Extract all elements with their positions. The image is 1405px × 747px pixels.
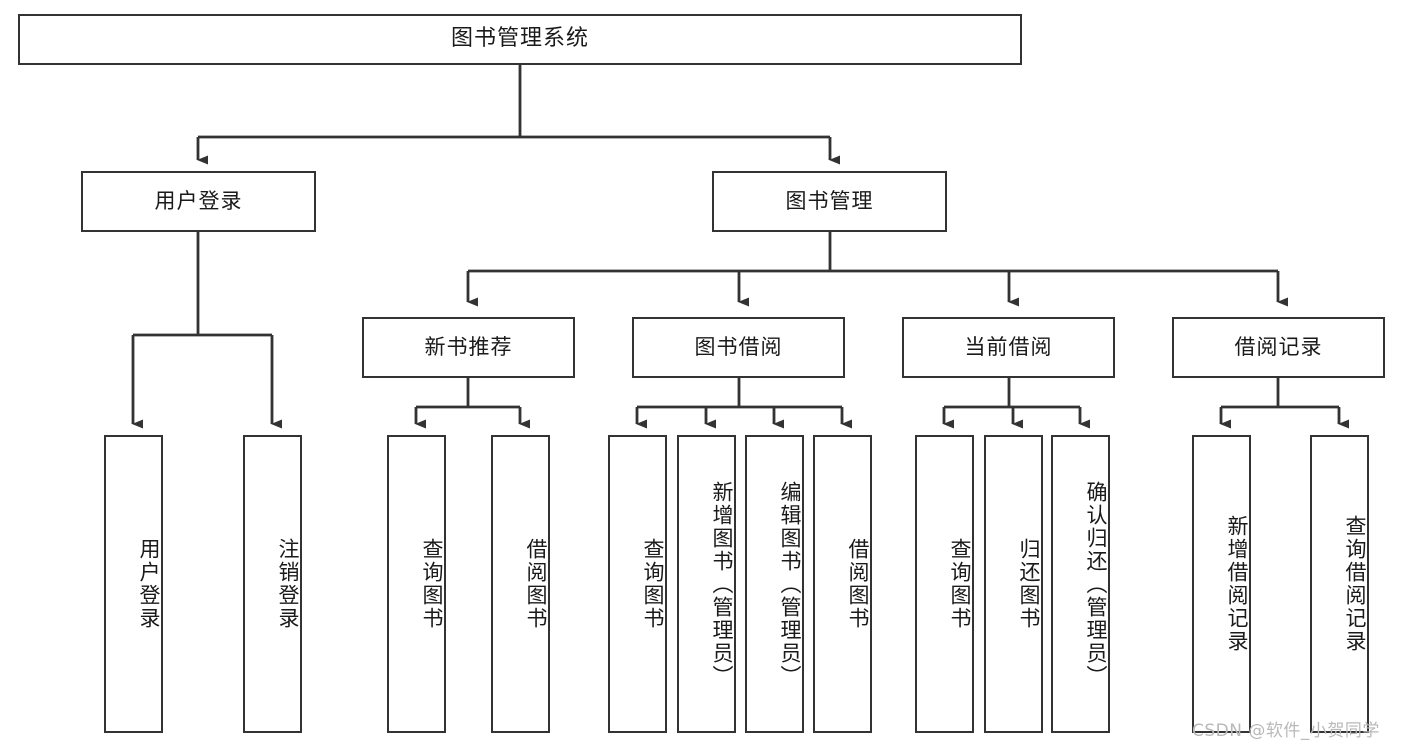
- leaf-add-borrow-record[interactable]: 新增借阅记录: [1192, 435, 1251, 733]
- leaf-confirm-return-admin[interactable]: 确认归还（管理员）: [1051, 435, 1110, 733]
- leaf-user-login[interactable]: 用户登录: [104, 435, 163, 733]
- leaf-return-book[interactable]: 归还图书: [984, 435, 1043, 733]
- node-label: 借阅记录: [1234, 334, 1323, 359]
- leaf-book-edit-admin[interactable]: 编辑图书（管理员）: [745, 435, 804, 733]
- csdn-watermark: CSDN @软件_小贺同学: [1192, 721, 1380, 741]
- leaf-query-borrow-record[interactable]: 查询借阅记录: [1310, 435, 1369, 733]
- node-label: 图书管理: [785, 188, 874, 213]
- leaf-new-book-query[interactable]: 查询图书: [387, 435, 446, 733]
- node-root-book-management-system[interactable]: 图书管理系统: [18, 14, 1022, 65]
- node-label: 新增图书（管理员）: [710, 480, 734, 688]
- leaf-logout[interactable]: 注销登录: [243, 435, 302, 733]
- leaf-book-borrow-action[interactable]: 借阅图书: [813, 435, 872, 733]
- node-label: 新增借阅记录: [1225, 515, 1249, 653]
- node-label: 图书借阅: [694, 334, 783, 359]
- leaf-book-borrow-query[interactable]: 查询图书: [608, 435, 667, 733]
- node-label: 查询图书: [641, 538, 665, 630]
- node-label: 图书管理系统: [450, 26, 589, 52]
- node-new-book-recommend[interactable]: 新书推荐: [362, 317, 575, 378]
- node-label: 注销登录: [276, 538, 300, 630]
- node-label: 用户登录: [154, 188, 243, 213]
- node-label: 查询借阅记录: [1343, 515, 1367, 653]
- node-label: 编辑图书（管理员）: [778, 480, 802, 688]
- node-label: 借阅图书: [846, 538, 870, 630]
- leaf-current-query-book[interactable]: 查询图书: [915, 435, 974, 733]
- node-book-borrow[interactable]: 图书借阅: [632, 317, 845, 378]
- node-label: 查询图书: [420, 538, 444, 630]
- leaf-new-book-borrow[interactable]: 借阅图书: [491, 435, 550, 733]
- node-current-borrow[interactable]: 当前借阅: [902, 317, 1115, 378]
- node-label: 归还图书: [1017, 538, 1041, 630]
- node-book-management[interactable]: 图书管理: [712, 171, 947, 232]
- leaf-book-add-admin[interactable]: 新增图书（管理员）: [677, 435, 736, 733]
- node-borrow-record[interactable]: 借阅记录: [1172, 317, 1385, 378]
- node-label: 用户登录: [137, 538, 161, 630]
- node-label: 新书推荐: [424, 334, 513, 359]
- node-label: 当前借阅: [964, 334, 1053, 359]
- node-label: 借阅图书: [524, 538, 548, 630]
- node-label: 确认归还（管理员）: [1084, 480, 1108, 688]
- node-user-login[interactable]: 用户登录: [81, 171, 316, 232]
- node-label: 查询图书: [948, 538, 972, 630]
